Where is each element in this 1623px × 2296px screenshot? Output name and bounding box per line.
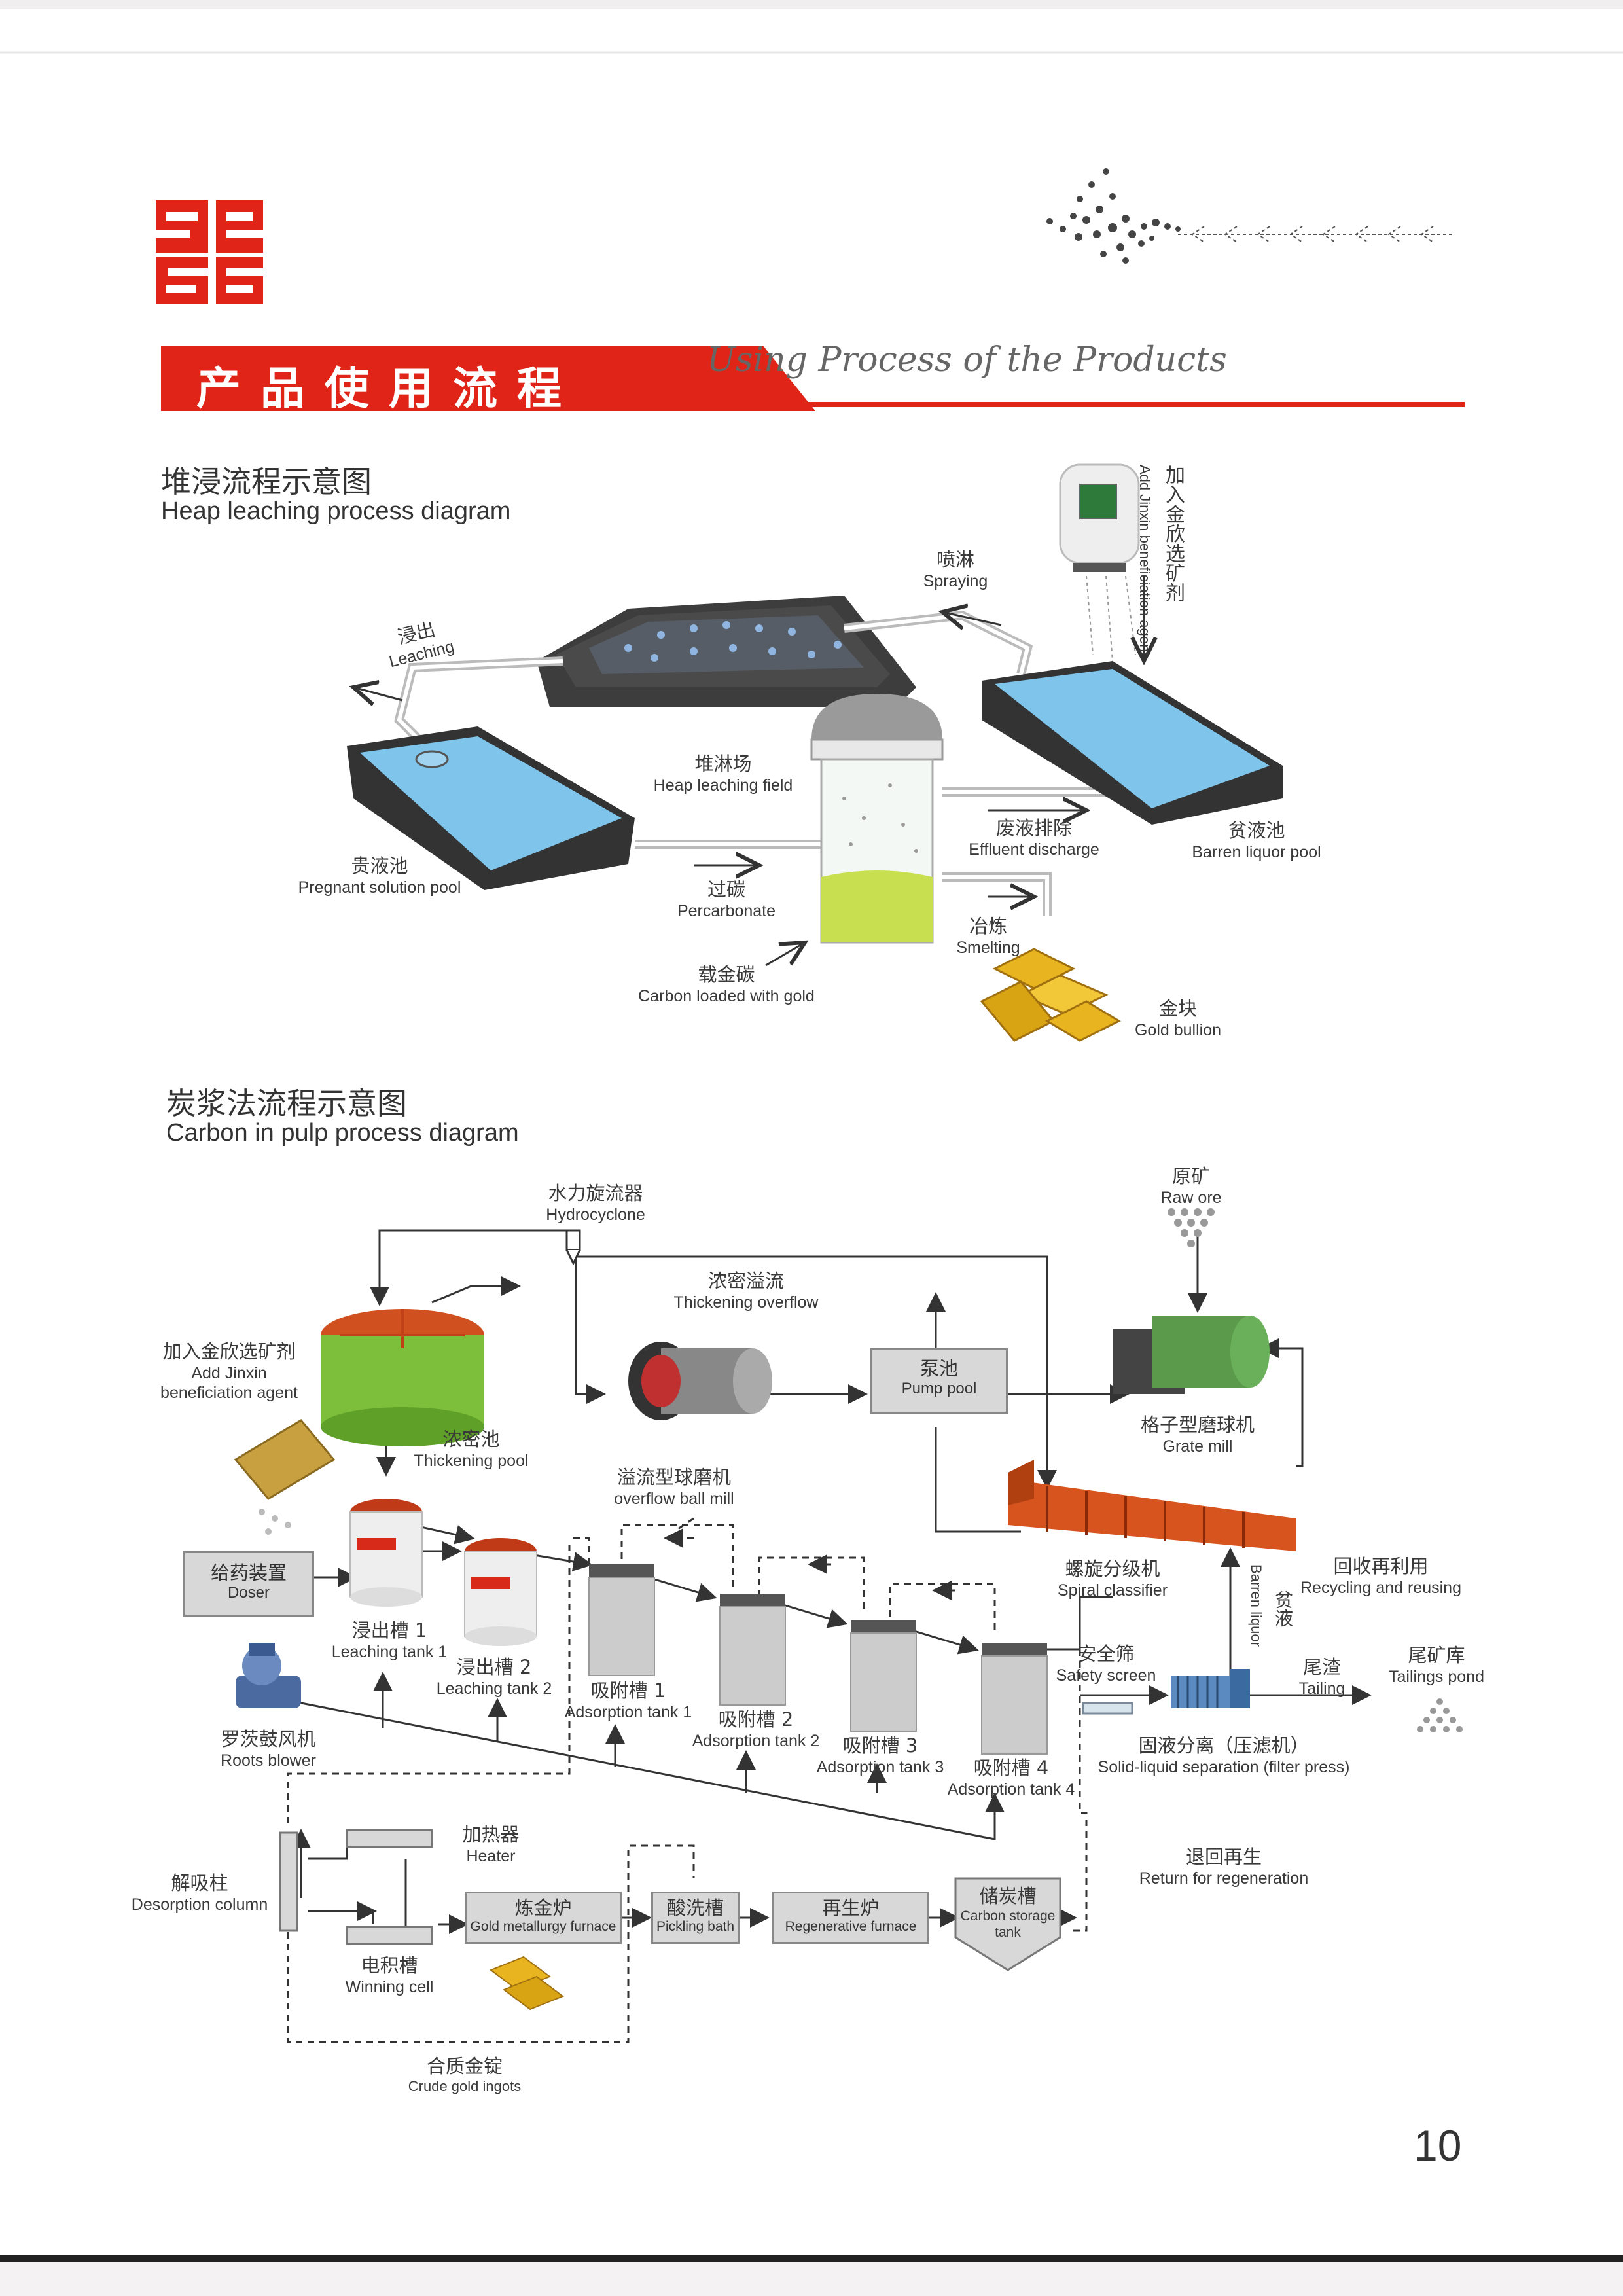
hydrocyclone-icon xyxy=(565,1229,581,1266)
cip-dashed-lines xyxy=(287,1517,1088,2043)
spiral-classifier-image xyxy=(1008,1460,1296,1551)
barren-liquor-label-cn: 贫液 xyxy=(1272,1590,1294,1627)
gold-ingots-image xyxy=(489,1956,565,2011)
adsorption-tank-4-image xyxy=(981,1643,1048,1755)
adsorption-tank-3-image xyxy=(850,1620,917,1732)
heap-title-cn: 堆浸流程示意图 xyxy=(161,464,372,499)
company-logo xyxy=(156,200,263,304)
safety-screen-icon xyxy=(1082,1702,1133,1715)
desorption-column-icon xyxy=(279,1831,298,1932)
heap-leaching-field xyxy=(537,596,916,707)
banner-underline xyxy=(661,402,1465,407)
banner-title-cn: 产品使用流程 xyxy=(196,363,582,415)
solid-liquid-separation-label: 固液分离（压滤机）Solid-liquid separation (filter… xyxy=(1097,1734,1350,1776)
roots-blower-image xyxy=(236,1643,301,1708)
raw-ore-icon xyxy=(1168,1208,1215,1247)
heater-icon xyxy=(346,1829,433,1848)
cip-title-cn: 炭浆法流程示意图 xyxy=(166,1086,407,1121)
leaching-tank-1-image xyxy=(349,1499,423,1607)
filter-press-image xyxy=(1171,1669,1250,1708)
heap-agent-label-en: Add Jinxin beneficiation agent xyxy=(1137,465,1153,656)
section-banner xyxy=(161,346,815,411)
carbon-storage-tank-icon xyxy=(954,1877,1061,1971)
barren-liquor-label-en: Barren liquor xyxy=(1248,1564,1264,1647)
heap-title-en: Heap leaching process diagram xyxy=(161,497,511,525)
decorative-arrows xyxy=(1178,226,1453,243)
tailings-pond-icon xyxy=(1417,1698,1463,1732)
winning-cell-icon xyxy=(346,1926,433,1945)
agent-bag-image xyxy=(234,1419,336,1535)
pregnant-solution-pool xyxy=(347,726,635,890)
grate-mill-image xyxy=(1113,1316,1270,1394)
thickening-pool-image xyxy=(321,1309,484,1446)
heap-agent-label-cn: 加入金欣选矿剂 xyxy=(1162,465,1185,602)
leaching-tank-2-image xyxy=(464,1538,537,1646)
adsorption-tank-2-image xyxy=(719,1594,786,1706)
overflow-ball-mill-image xyxy=(628,1342,772,1420)
agent-dispenser xyxy=(1059,463,1144,661)
carbon-adsorption-column xyxy=(810,694,944,944)
gold-bullion-image xyxy=(980,948,1122,1042)
banner-title-en: Using Process of the Products xyxy=(707,340,1227,380)
cip-flow-lines xyxy=(291,1229,1372,1937)
cip-title-en: Carbon in pulp process diagram xyxy=(166,1119,519,1147)
barren-liquor-pool xyxy=(982,661,1283,825)
adsorption-tank-1-image xyxy=(588,1564,655,1676)
decorative-dots xyxy=(1046,168,1181,264)
page-number: 10 xyxy=(1414,2121,1462,2170)
